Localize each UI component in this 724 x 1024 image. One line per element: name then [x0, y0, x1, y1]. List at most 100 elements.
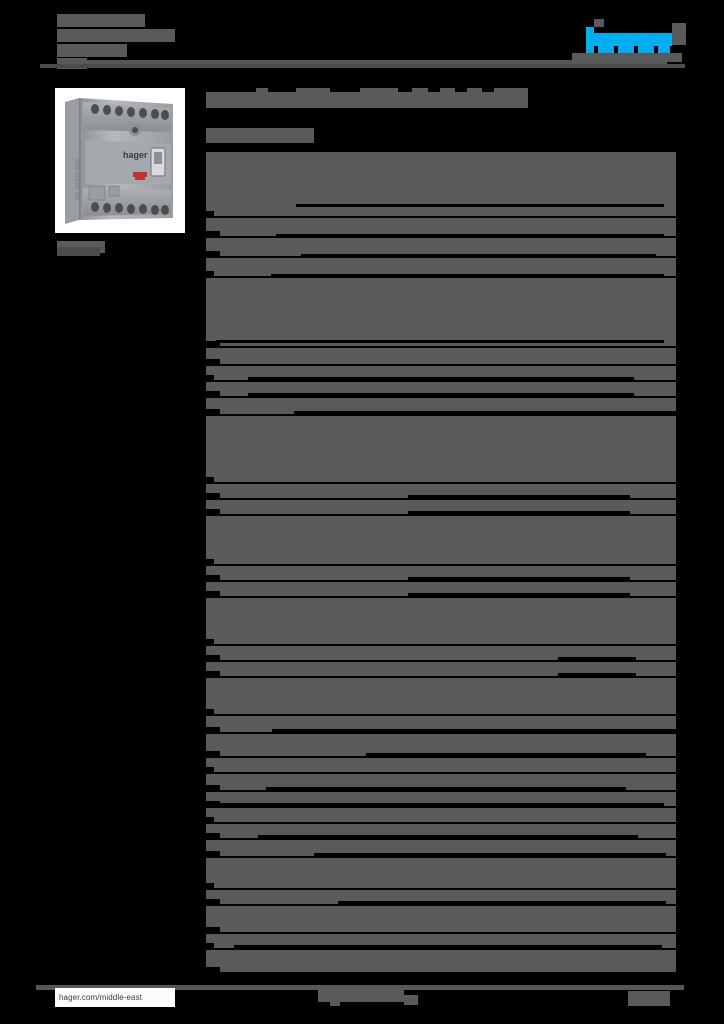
spec-row [206, 348, 676, 364]
spec-label-gutter [206, 817, 214, 822]
spec-row-gutter [206, 364, 676, 366]
spec-row [206, 890, 676, 904]
spec-label-gutter [206, 967, 220, 972]
title-notch-6 [455, 88, 467, 92]
spec-row-leader [301, 254, 656, 257]
spec-label-gutter [206, 785, 220, 790]
spec-row-leader [258, 835, 638, 838]
spec-row [206, 500, 676, 514]
spec-row-leader [272, 729, 676, 732]
spec-label-gutter [206, 559, 214, 564]
spec-row-leader [338, 901, 666, 904]
spec-row-gutter [206, 256, 676, 258]
spec-label-gutter [206, 409, 220, 414]
spec-row-leader [206, 803, 664, 806]
spec-row-leader [408, 593, 630, 596]
spec-row-gutter [206, 904, 676, 906]
spec-label-gutter [206, 943, 214, 948]
spec-row-leader [296, 204, 664, 207]
spec-row-leader [408, 577, 630, 580]
logo-shadow-block-2 [594, 19, 604, 27]
spec-row [206, 382, 676, 396]
logo-bar [586, 33, 672, 46]
footer-center-redacted-2 [330, 1000, 340, 1006]
spec-row-gutter [206, 216, 676, 218]
spec-row-gutter [206, 414, 676, 416]
spec-row-gutter [206, 580, 676, 582]
spec-row-leader [248, 393, 634, 396]
title-notch-1 [206, 88, 256, 92]
footer-url[interactable]: hager.com/middle-east [55, 988, 175, 1007]
header-title-line-2 [57, 29, 175, 42]
spec-row-gutter [206, 790, 676, 792]
spec-row-gutter [206, 498, 676, 500]
spec-label-gutter [206, 655, 220, 660]
hager-logo [572, 19, 686, 62]
footer-center-redacted-3 [404, 995, 418, 1005]
spec-row-gutter [206, 714, 676, 716]
spec-label-gutter [206, 851, 220, 856]
spec-label-gutter [206, 375, 214, 380]
title-notch-2 [268, 88, 296, 92]
spec-row-leader [314, 853, 666, 856]
spec-row-leader [271, 274, 664, 277]
product-reference-redacted-2 [57, 247, 100, 256]
spec-row [206, 808, 676, 822]
spec-row [206, 598, 676, 644]
footer-divider [36, 985, 684, 990]
spec-label-gutter [206, 709, 214, 714]
spec-row [206, 582, 676, 596]
title-notch-4 [398, 88, 412, 92]
spec-label-gutter [206, 359, 220, 364]
spec-label-gutter [206, 341, 220, 346]
spec-label-gutter [206, 801, 220, 806]
spec-row [206, 516, 676, 564]
title-notch-7 [482, 88, 494, 92]
spec-row-leader [266, 787, 626, 790]
document-subtitle-redacted [206, 128, 314, 143]
spec-row-gutter [206, 346, 676, 348]
spec-row [206, 678, 676, 714]
spec-label-gutter [206, 211, 214, 216]
header-title-line-1 [57, 14, 145, 27]
spec-row-gutter [206, 948, 676, 950]
spec-row [206, 366, 676, 380]
spec-label-gutter [206, 767, 214, 772]
spec-row-leader [216, 340, 664, 343]
footer-right-redacted [628, 991, 670, 1006]
title-notch-3 [330, 88, 360, 92]
logo-shadow-block-3 [672, 23, 686, 45]
spec-row-gutter [206, 482, 676, 484]
spec-row-gutter [206, 236, 676, 238]
mccb-illustration: hager h3+ 160A In=160A [55, 88, 185, 233]
header-divider-secondary [40, 64, 685, 68]
spec-row-gutter [206, 380, 676, 382]
spec-row [206, 906, 676, 932]
spec-row-gutter [206, 932, 676, 934]
spec-row-gutter [206, 732, 676, 734]
spec-label-gutter [206, 391, 220, 396]
spec-row [206, 646, 676, 660]
page-header [0, 0, 724, 72]
spec-row-gutter [206, 772, 676, 774]
spec-row-gutter [206, 514, 676, 516]
spec-label-gutter [206, 231, 220, 236]
product-image-panel: hager h3+ 160A In=160A [55, 88, 185, 233]
logo-shadow-block [572, 53, 682, 62]
spec-row [206, 758, 676, 772]
header-divider [57, 60, 667, 65]
spec-row-leader [276, 234, 664, 237]
spec-row [206, 858, 676, 888]
spec-row-leader [558, 673, 636, 676]
spec-row-leader [248, 377, 634, 380]
spec-row [206, 484, 676, 498]
spec-row [206, 734, 676, 756]
spec-row [206, 238, 676, 256]
spec-row [206, 792, 676, 806]
spec-row [206, 934, 676, 948]
spec-label-gutter [206, 899, 220, 904]
spec-row-leader [408, 495, 630, 498]
spec-row-leader [408, 511, 630, 514]
spec-label-gutter [206, 509, 220, 514]
spec-row-leader [366, 753, 646, 756]
